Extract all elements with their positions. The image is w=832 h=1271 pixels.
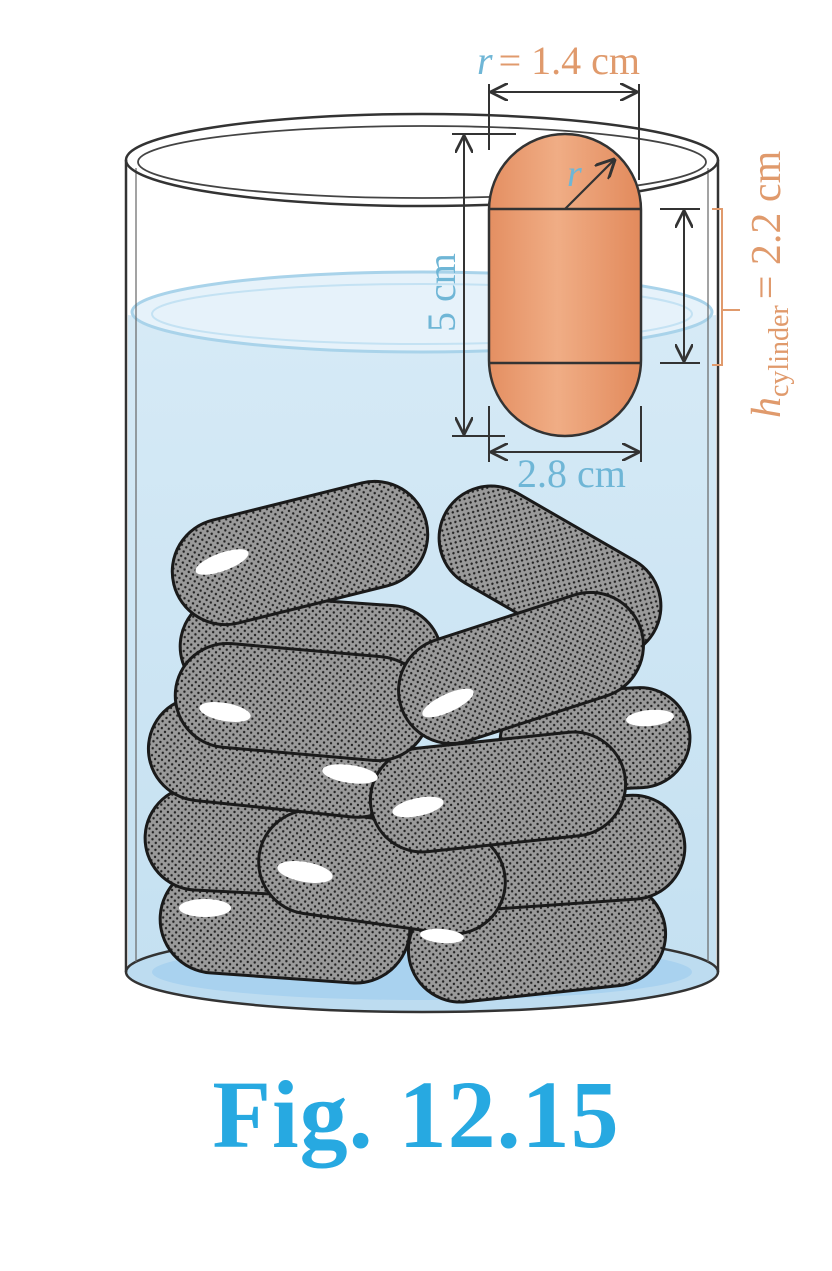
total-height-label: 5 cm [419,253,464,332]
figure-caption: Fig. 12.15 [212,1061,620,1168]
glass-rim [124,112,720,208]
diameter-label: 2.8 cm [517,451,626,496]
pill-highlights [179,549,674,944]
inner-radius-label: r [567,153,582,195]
pill [173,641,432,763]
glass-rim-inner [137,125,707,199]
cylinder-bracket [712,208,740,366]
capsule [487,132,643,438]
radius-arrow [564,160,614,210]
cylinder-height-label: hcylinder= 2.2 cm [744,150,795,418]
pill-pile [143,479,692,1004]
radius-label: r= 1.4 cm [477,38,640,83]
dimension-lines [452,84,700,462]
capsule-body [487,132,643,438]
pill [368,730,628,854]
pill [170,479,430,627]
